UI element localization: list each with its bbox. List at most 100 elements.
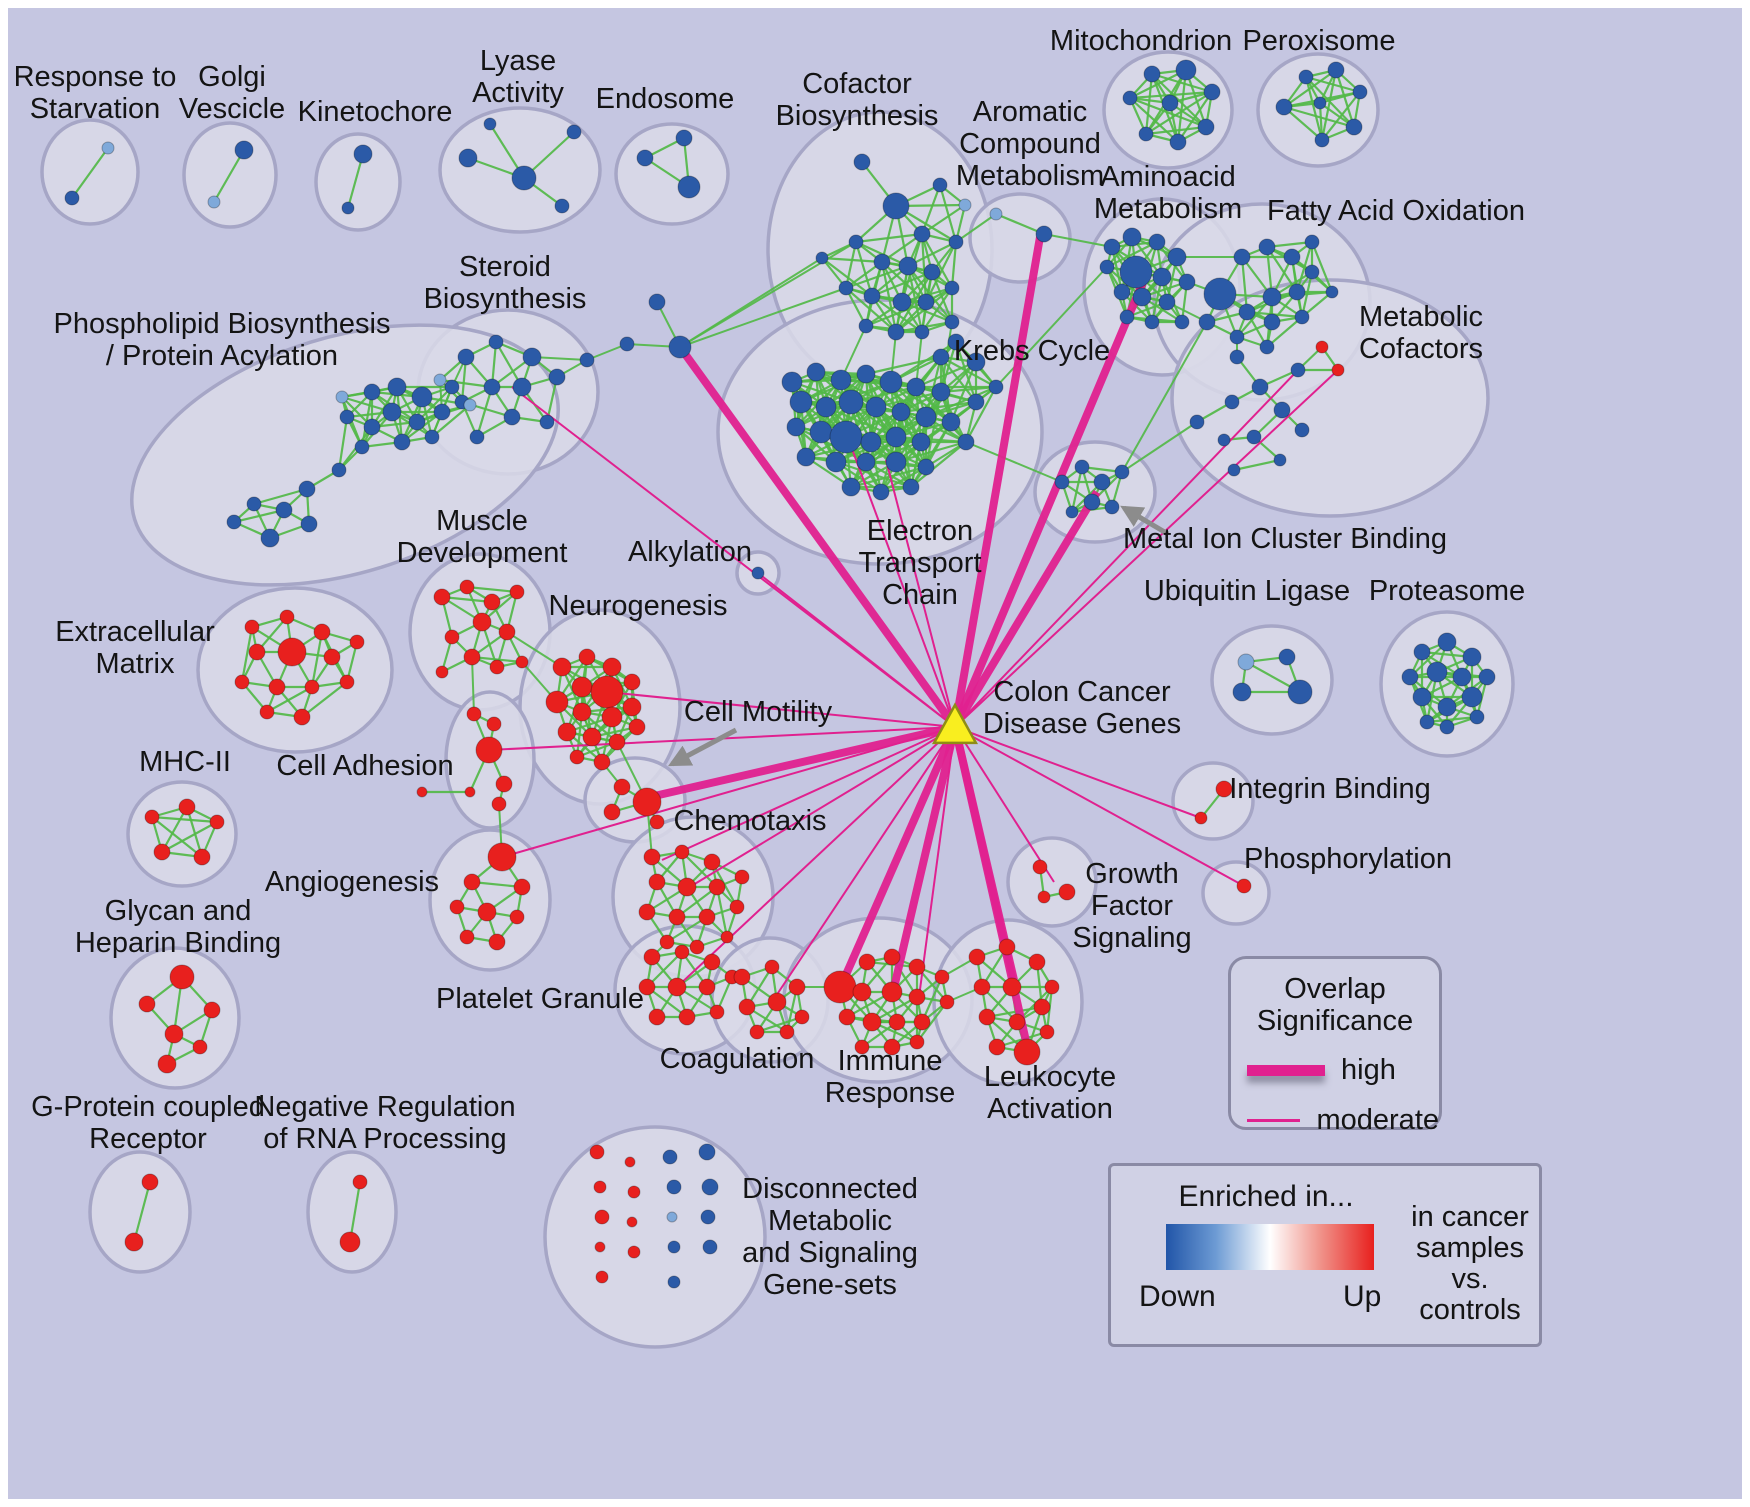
label-phosphorylation: Phosphorylation: [1244, 843, 1452, 875]
gene-set-node: [908, 958, 926, 976]
gene-set-node: [64, 190, 80, 206]
gene-set-node: [101, 141, 115, 155]
label-proteasome: Proteasome: [1369, 575, 1525, 607]
green-edge: [1334, 69, 1356, 128]
green-edge: [471, 880, 523, 889]
green-edge: [1240, 256, 1249, 313]
green-edge: [995, 212, 1045, 236]
green-edge: [954, 341, 978, 403]
gene-set-node: [582, 727, 602, 747]
gene-set-node: [449, 899, 465, 915]
gene-set-node: [1290, 362, 1306, 378]
gene-set-node: [488, 334, 504, 350]
gene-set-node: [513, 878, 531, 896]
gene-set-node: [898, 256, 918, 276]
gene-set-node: [700, 1209, 716, 1225]
label-endosome: Endosome: [596, 83, 735, 115]
gene-set-node: [860, 431, 882, 453]
green-edge: [910, 421, 952, 488]
green-edge: [845, 287, 897, 333]
gene-set-node: [668, 908, 686, 926]
gene-set-node: [275, 501, 293, 519]
gene-set-node: [1237, 653, 1255, 671]
gene-set-node: [968, 948, 986, 966]
green-edge: [890, 341, 957, 383]
gene-set-node: [939, 994, 955, 1010]
green-edge: [940, 356, 977, 403]
gene-set-node: [1197, 118, 1215, 136]
annotation-label: Cell Motility: [684, 696, 833, 728]
green-edge: [916, 1001, 948, 1043]
gene-set-node: [498, 623, 516, 641]
green-edge: [1121, 321, 1208, 473]
green-edge: [900, 400, 977, 414]
gene-set-node: [169, 964, 195, 990]
gene-set-node: [157, 1054, 177, 1074]
gene-set-node: [1148, 233, 1166, 251]
gene-set-node: [1275, 98, 1293, 116]
gene-set-node: [1452, 667, 1472, 687]
gene-set-node: [662, 1149, 678, 1165]
gene-set-node: [246, 496, 262, 512]
green-edge: [506, 631, 563, 668]
gene-set-node: [1119, 255, 1153, 289]
gene-set-node: [464, 786, 476, 798]
gene-set-node: [931, 382, 951, 402]
green-edge: [791, 372, 867, 384]
gene-set-node: [483, 378, 501, 396]
gene-set-node: [674, 944, 690, 960]
gene-set-node: [601, 706, 623, 728]
pointer-arrow: [1120, 505, 1170, 537]
gene-set-node: [917, 458, 935, 476]
green-edge: [950, 241, 958, 289]
green-edge: [940, 356, 997, 388]
gene-set-node: [944, 314, 960, 330]
gene-set-node: [913, 225, 931, 243]
gene-set-node: [677, 877, 697, 897]
gene-set-node: [509, 909, 525, 925]
cluster-ellipse-aromatic-compound-metabolism: [968, 192, 1072, 284]
magenta-edge-moderate: [847, 437, 956, 728]
magenta-edge-high: [889, 726, 959, 993]
gene-set-node: [1229, 329, 1245, 345]
gene-set-node: [786, 417, 806, 437]
gene-set-node: [1224, 394, 1240, 410]
gene-set-node: [141, 1173, 159, 1191]
cluster-ellipse-growth-factor-signaling: [1006, 836, 1098, 928]
gene-set-node: [638, 903, 656, 921]
gene-set-node: [838, 280, 854, 296]
gene-set-node: [853, 153, 871, 171]
green-edge: [1177, 91, 1213, 143]
green-edge: [955, 213, 997, 243]
gene-set-node: [1103, 238, 1121, 256]
gene-set-node: [313, 623, 331, 641]
green-edge: [895, 440, 967, 464]
magenta-edge-high: [951, 273, 1150, 729]
green-edge: [240, 626, 254, 683]
gene-set-node: [825, 451, 847, 473]
gene-set-node: [643, 948, 661, 966]
gene-set-node: [619, 336, 635, 352]
gene-set-node: [1169, 133, 1187, 151]
desc-line3: vs. controls: [1419, 1263, 1521, 1326]
label-cell-adhesion: Cell Adhesion: [276, 750, 453, 782]
gene-set-node: [666, 1211, 678, 1223]
gene-set-node: [1174, 314, 1190, 330]
green-edge: [441, 595, 493, 604]
gene-set-node: [193, 848, 211, 866]
gene-set-node: [444, 629, 460, 645]
green-edge: [151, 815, 218, 824]
gene-set-node: [1288, 283, 1306, 301]
green-edge: [921, 233, 953, 289]
gene-set-node: [589, 1144, 605, 1160]
gene-set-node: [548, 368, 566, 386]
gene-set-node: [823, 970, 857, 1004]
gene-set-node: [1345, 118, 1363, 136]
gene-set-node: [1315, 340, 1329, 354]
gene-set-node: [1314, 132, 1330, 148]
gene-set-node: [838, 1008, 856, 1026]
